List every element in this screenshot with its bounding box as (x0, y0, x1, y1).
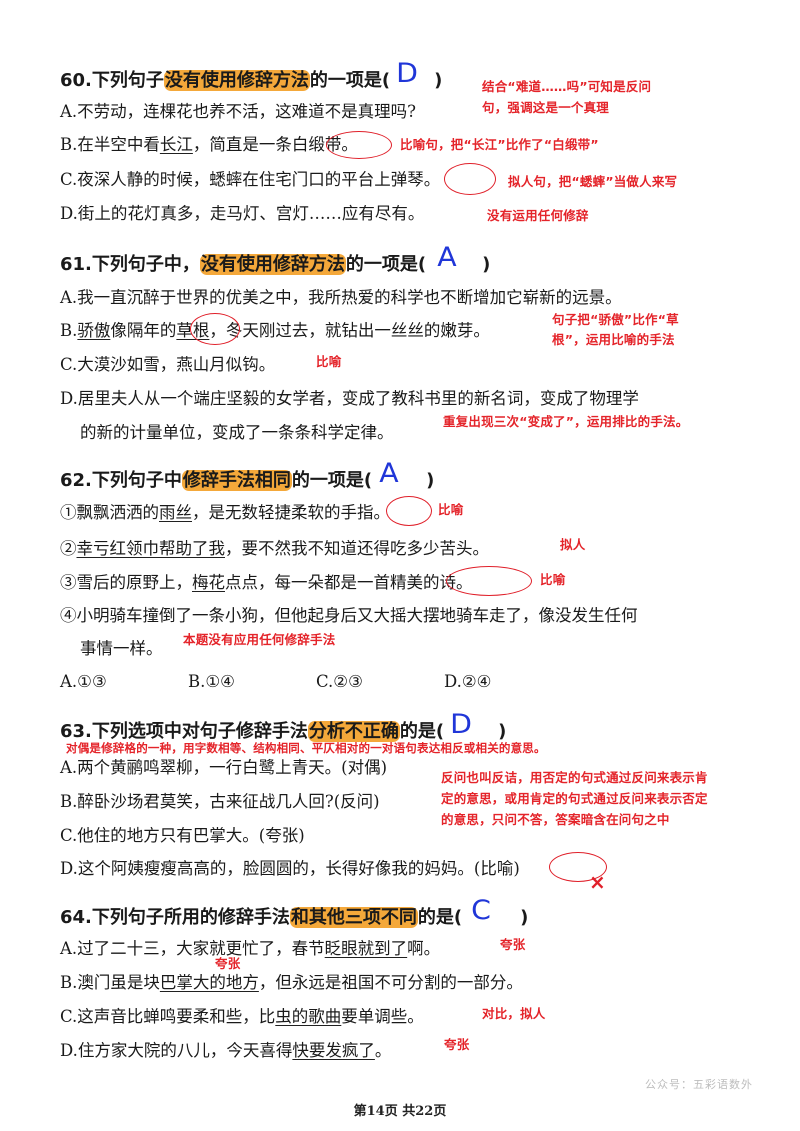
annotation: 本题没有应用任何修辞手法 (183, 632, 336, 647)
option-b: B.在半空中看长江，简直是一条白缎带。 (60, 135, 358, 154)
page-footer: 第14页 共22页 (353, 1104, 447, 1119)
annotation: 重复出现三次“变成了”，运用排比的手法。 (443, 414, 689, 429)
circle-mark (326, 131, 392, 159)
item-3: ③雪后的原野上，梅花点点，每一朵都是一首精美的诗。 (60, 573, 473, 592)
question-61-title: 61.下列句子中，没有使用修辞方法的一项是(A) (60, 242, 491, 275)
answer-mark: A (379, 458, 399, 489)
option-d: D.街上的花灯真多，走马灯、宫灯……应有尽有。 (60, 204, 425, 223)
highlight: 分析不正确 (307, 721, 400, 742)
option-d: D.住方家大院的八儿，今天喜得快要发疯了。 (60, 1041, 392, 1060)
annotation: 的意思，只问不答，答案暗含在问句之中 (441, 812, 670, 827)
question-64-title: 64.下列句子所用的修辞手法和其他三项不同的是(C) (60, 895, 529, 928)
option-b: B.醉卧沙场君莫笑，古来征战几人回?(反问) (60, 792, 380, 811)
annotation: 没有运用任何修辞 (487, 208, 589, 223)
circle-mark (444, 163, 496, 195)
annotation: 对比，拟人 (482, 1006, 546, 1021)
option-b: B.骄傲像隔年的草根，冬天刚过去，就钻出一丝丝的嫩芽。 (60, 321, 490, 340)
annotation: 句子把“骄傲”比作“草 (552, 312, 679, 327)
highlight: 没有使用修辞方法 (199, 254, 346, 275)
answer-mark: D (450, 709, 473, 740)
option-b: B.澳门虽是块巴掌大的地方，但永远是祖国不可分割的一部分。 (60, 973, 523, 992)
annotation: 拟人句，把“蟋蟀”当做人来写 (508, 174, 678, 189)
option-d: D.这个阿姨瘦瘦高高的，脸圆圆的，长得好像我的妈妈。(比喻) (60, 859, 520, 878)
circle-mark (190, 313, 240, 345)
annotation: 比喻句，把“长江”比作了“白缎带” (400, 137, 599, 152)
answer-mark: D (396, 58, 419, 89)
annotation: 拟人 (560, 537, 586, 552)
annotation: 对偶是修辞格的一种，用字数相等、结构相同、平仄相对的一对语句表达相反或相关的意思… (66, 741, 546, 755)
circle-mark (549, 852, 607, 882)
circle-mark (386, 496, 432, 526)
option-d-continued: 的新的计量单位，变成了一条条科学定律。 (80, 423, 394, 442)
option-a: A.两个黄鹂鸣翠柳，一行白鹭上青天。(对偶) (60, 758, 388, 777)
watermark: 公众号：五彩语数外 (645, 1078, 753, 1091)
annotation: 夸张 (500, 937, 526, 952)
annotation: 结合“难道……吗”可知是反问 (482, 79, 652, 94)
question-63-title: 63.下列选项中对句子修辞手法分析不正确的是(D) (60, 709, 507, 742)
question-62-title: 62.下列句子中修辞手法相同的一项是(A) (60, 458, 435, 491)
answer-mark: C (471, 895, 492, 926)
highlight: 和其他三项不同 (289, 907, 418, 928)
option-a: A.我一直沉醉于世界的优美之中，我所热爱的科学也不断增加它崭新的远景。 (60, 288, 622, 307)
option-c: C.大漠沙如雪，燕山月似钩。 (60, 355, 276, 374)
option-a: A.不劳动，连棵花也养不活，这难道不是真理吗? (60, 102, 417, 121)
option-d: D.居里夫人从一个端庄坚毅的女学者，变成了教科书里的新名词，变成了物理学 (60, 389, 639, 408)
highlight: 没有使用修辞方法 (163, 70, 310, 91)
annotation: 定的意思，或用肯定的句式通过反问来表示否定 (441, 791, 708, 806)
annotation: 根”，运用比喻的手法 (552, 332, 675, 347)
annotation: 反问也叫反诘，用否定的句式通过反问来表示肯 (441, 770, 708, 785)
annotation: 比喻 (438, 502, 464, 517)
annotation: 比喻 (316, 354, 342, 369)
annotation: 夸张 (215, 956, 241, 971)
option-c: C.这声音比蝉鸣要柔和些，比虫的歌曲要单调些。 (60, 1007, 424, 1026)
item-1: ①飘飘洒洒的雨丝，是无数轻捷柔软的手指。 (60, 503, 390, 522)
item-2: ②幸亏红领巾帮助了我，要不然我不知道还得吃多少苦头。 (60, 539, 489, 558)
option-c: C.他住的地方只有巴掌大。(夸张) (60, 826, 305, 845)
answer-mark: A (437, 242, 457, 273)
item-4: ④小明骑车撞倒了一条小狗，但他起身后又大摇大摆地骑车走了，像没发生任何 (60, 606, 638, 625)
item-4-continued: 事情一样。 (80, 639, 163, 658)
question-60-title: 60.下列句子没有使用修辞方法的一项是(D) (60, 58, 443, 91)
cross-mark: × (589, 870, 606, 894)
option-c: C.夜深人静的时候，蟋蟀在住宅门口的平台上弹琴。 (60, 170, 441, 189)
annotation: 夸张 (444, 1037, 470, 1052)
option-a: A.过了二十三，大家就更忙了，春节眨眼就到了啊。 (60, 939, 441, 958)
highlight: 修辞手法相同 (181, 470, 292, 491)
annotation: 句，强调这是一个真理 (482, 100, 610, 115)
annotation: 比喻 (540, 572, 566, 587)
circle-mark (446, 566, 532, 596)
